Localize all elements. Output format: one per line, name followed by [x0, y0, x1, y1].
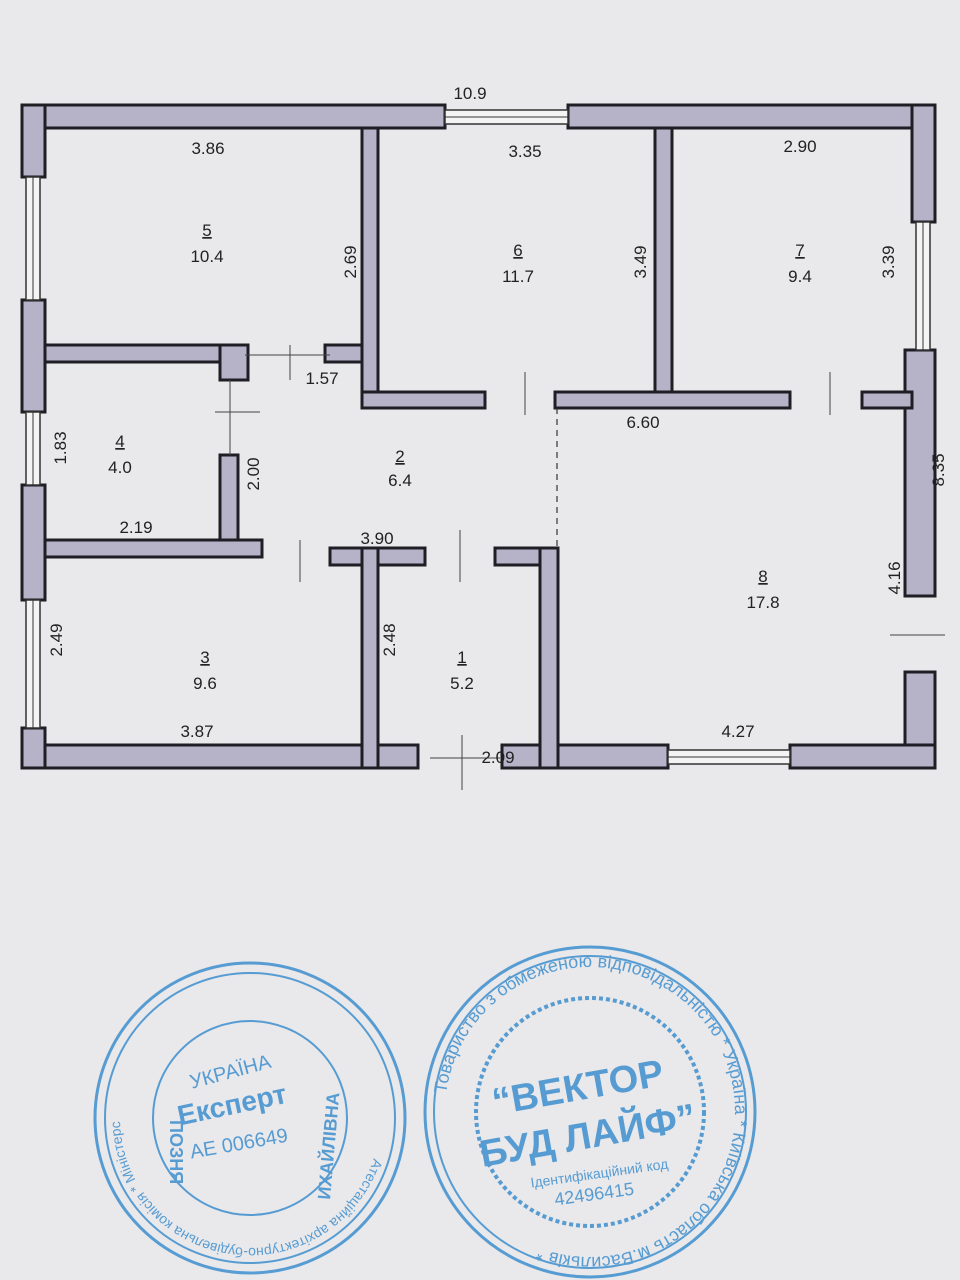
room-7-number: 7 — [795, 241, 804, 260]
dim-r8-bottom: 4.27 — [721, 722, 754, 741]
openings — [25, 109, 945, 790]
wall — [788, 743, 937, 770]
dim-r6-width: 3.35 — [508, 142, 541, 161]
dim-r1-height: 2.48 — [380, 623, 399, 656]
wall — [653, 126, 674, 394]
dim-r5-height: 2.69 — [341, 245, 360, 278]
wall — [360, 126, 380, 410]
room-5-number: 5 — [202, 221, 211, 240]
dim-overall-depth: 8.35 — [929, 453, 948, 486]
room-6-area: 11.7 — [502, 267, 534, 286]
dim-r4-height: 1.83 — [51, 431, 70, 464]
dim-r3-height: 2.49 — [47, 623, 66, 656]
dim-r7-height: 3.39 — [879, 245, 898, 278]
room-5-area: 10.4 — [190, 247, 223, 266]
room-1-area: 5.2 — [450, 674, 474, 693]
room-6-number: 6 — [513, 241, 522, 260]
wall — [860, 390, 914, 410]
walls — [20, 103, 937, 770]
room-3-number: 3 — [200, 648, 209, 667]
wall — [20, 483, 47, 602]
expert-name-right: ИХАЙЛІВНА — [313, 1091, 343, 1200]
dim-r4-width: 2.19 — [119, 518, 152, 537]
expert-cert: АЕ 006649 — [188, 1125, 289, 1164]
room-3-area: 9.6 — [193, 674, 217, 693]
dim-r1-bottom: 2.09 — [481, 748, 514, 767]
wall — [43, 538, 264, 559]
window — [444, 109, 569, 125]
company-stamp: Товариство з обмеженою відповідальністю … — [423, 945, 757, 1279]
room-8-number: 8 — [758, 567, 767, 586]
window — [25, 176, 41, 301]
wall — [20, 103, 47, 179]
dim-r1-width: 3.90 — [360, 529, 393, 548]
dim-r7-width: 2.90 — [783, 137, 816, 156]
room-2-area: 6.4 — [388, 471, 412, 490]
wall — [43, 343, 250, 364]
wall — [20, 103, 447, 130]
room-2-number: 2 — [395, 447, 404, 466]
dim-corridor-top: 1.57 — [305, 369, 338, 388]
wall — [218, 343, 250, 382]
wall — [20, 743, 420, 770]
dim-r8-width: 6.60 — [626, 413, 659, 432]
window — [915, 221, 931, 351]
room-4-number: 4 — [115, 432, 124, 451]
wall — [360, 390, 487, 410]
expert-name-left: ПОЗНЯ — [166, 1120, 186, 1184]
room-7-area: 9.4 — [788, 267, 812, 286]
dim-r5-width: 3.86 — [191, 139, 224, 158]
dim-overall-width: 10.9 — [453, 84, 486, 103]
room-4-area: 4.0 — [108, 458, 132, 477]
wall — [566, 103, 937, 130]
dim-r4-side: 2.00 — [244, 457, 263, 490]
dim-r8-side: 4.16 — [885, 561, 904, 594]
dim-r6-height: 3.49 — [631, 245, 650, 278]
dim-r3-width: 3.87 — [180, 722, 213, 741]
wall — [20, 298, 47, 414]
wall — [360, 546, 380, 770]
wall — [500, 743, 670, 770]
room-8-area: 17.8 — [746, 593, 779, 612]
wall — [553, 390, 792, 410]
wall — [910, 103, 937, 224]
wall — [538, 546, 560, 770]
room-1-number: 1 — [457, 648, 466, 667]
window — [667, 749, 791, 765]
window — [25, 411, 41, 486]
window — [25, 599, 41, 729]
wall — [20, 726, 47, 770]
